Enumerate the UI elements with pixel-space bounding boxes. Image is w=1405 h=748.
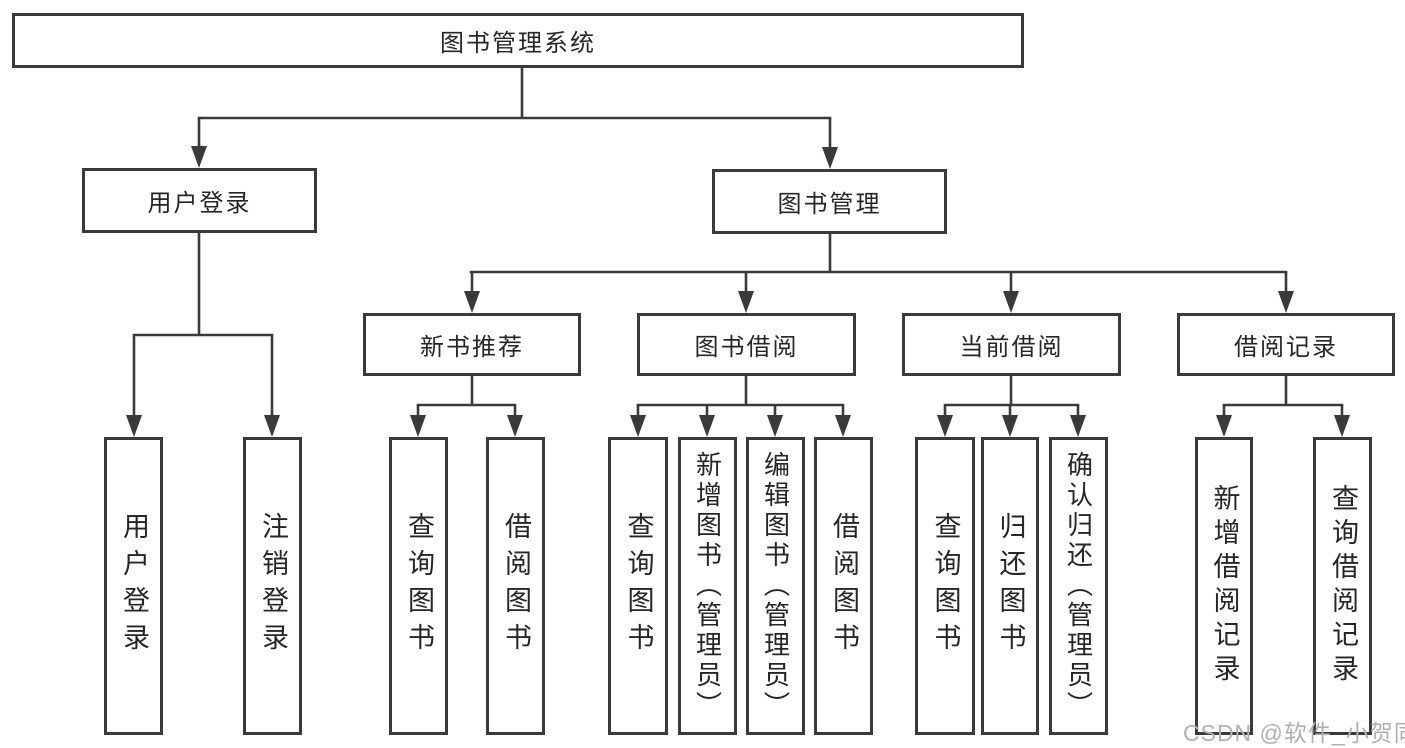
arrowhead-icon bbox=[630, 415, 646, 437]
node-leaf-nbr-query-books: 查询图书 bbox=[389, 437, 448, 735]
arrowhead-icon bbox=[1278, 291, 1294, 313]
arrowhead-icon bbox=[191, 146, 207, 168]
arrowhead-icon bbox=[1003, 291, 1019, 313]
node-leaf-nbr-borrow-books-label: 借阅图书 bbox=[501, 512, 531, 660]
arrowhead-icon bbox=[738, 291, 754, 313]
node-leaf-bb-borrow-books: 借阅图书 bbox=[814, 437, 873, 735]
node-leaf-br-add-record: 新增借阅记录 bbox=[1195, 437, 1253, 735]
arrowhead-icon bbox=[1216, 415, 1232, 437]
node-current-borrowing: 当前借阅 bbox=[902, 313, 1121, 376]
node-leaf-cb-return-books-label: 归还图书 bbox=[995, 512, 1026, 660]
node-leaf-br-query-record-label: 查询借阅记录 bbox=[1328, 484, 1358, 688]
node-leaf-user-login-label: 用户登录 bbox=[119, 512, 149, 660]
node-leaf-br-add-record-label: 新增借阅记录 bbox=[1209, 484, 1240, 688]
arrowhead-icon bbox=[264, 415, 280, 437]
node-leaf-cb-return-books: 归还图书 bbox=[981, 437, 1039, 735]
node-leaf-br-query-record: 查询借阅记录 bbox=[1313, 437, 1372, 735]
node-new-book-recommend: 新书推荐 bbox=[363, 313, 581, 376]
node-current-borrowing-label: 当前借阅 bbox=[959, 334, 1064, 361]
node-root-label: 图书管理系统 bbox=[440, 30, 596, 57]
arrowhead-icon bbox=[835, 415, 851, 437]
node-new-book-recommend-label: 新书推荐 bbox=[420, 334, 524, 361]
arrowhead-icon bbox=[464, 291, 480, 313]
node-user-login-label: 用户登录 bbox=[147, 190, 252, 217]
node-book-borrowing-label: 图书借阅 bbox=[694, 334, 799, 361]
arrowhead-icon bbox=[410, 415, 426, 437]
node-leaf-cb-confirm-return-label: 确认归还（管理员） bbox=[1063, 451, 1094, 721]
node-leaf-logout-label: 注销登录 bbox=[258, 512, 288, 660]
node-book-management-label: 图书管理 bbox=[777, 191, 882, 218]
node-book-management: 图书管理 bbox=[712, 169, 947, 234]
arrowhead-icon bbox=[699, 415, 715, 437]
arrowhead-icon bbox=[767, 415, 783, 437]
node-user-login: 用户登录 bbox=[82, 168, 317, 233]
csdn-watermark: CSDN @软件_小贺同学 bbox=[1183, 720, 1405, 746]
arrowhead-icon bbox=[1070, 415, 1086, 437]
node-leaf-nbr-borrow-books: 借阅图书 bbox=[486, 437, 545, 735]
node-leaf-bb-query-books-label: 查询图书 bbox=[623, 512, 654, 660]
node-root: 图书管理系统 bbox=[12, 13, 1024, 68]
node-leaf-nbr-query-books-label: 查询图书 bbox=[404, 512, 434, 660]
node-leaf-user-login: 用户登录 bbox=[104, 437, 163, 735]
node-leaf-cb-query-books: 查询图书 bbox=[915, 437, 975, 735]
arrowhead-icon bbox=[507, 415, 523, 437]
node-leaf-cb-query-books-label: 查询图书 bbox=[930, 512, 961, 660]
node-leaf-bb-query-books: 查询图书 bbox=[608, 437, 668, 735]
node-leaf-bb-add-books-label: 新增图书（管理员） bbox=[692, 451, 723, 721]
node-book-borrowing: 图书借阅 bbox=[637, 313, 856, 376]
node-leaf-cb-confirm-return: 确认归还（管理员） bbox=[1049, 437, 1108, 735]
node-borrowing-records-label: 借阅记录 bbox=[1234, 334, 1338, 361]
arrowhead-icon bbox=[822, 147, 838, 169]
node-leaf-bb-edit-books-label: 编辑图书（管理员） bbox=[760, 451, 791, 721]
node-borrowing-records: 借阅记录 bbox=[1177, 313, 1395, 376]
arrowhead-icon bbox=[937, 415, 953, 437]
node-leaf-bb-edit-books: 编辑图书（管理员） bbox=[746, 437, 805, 735]
arrowhead-icon bbox=[126, 415, 142, 437]
node-leaf-logout: 注销登录 bbox=[243, 437, 302, 735]
node-leaf-bb-borrow-books-label: 借阅图书 bbox=[829, 512, 859, 660]
node-leaf-bb-add-books: 新增图书（管理员） bbox=[678, 437, 737, 735]
arrowhead-icon bbox=[1334, 415, 1350, 437]
tree-branch-lines bbox=[132, 66, 1344, 407]
arrowhead-icon bbox=[1002, 415, 1018, 437]
